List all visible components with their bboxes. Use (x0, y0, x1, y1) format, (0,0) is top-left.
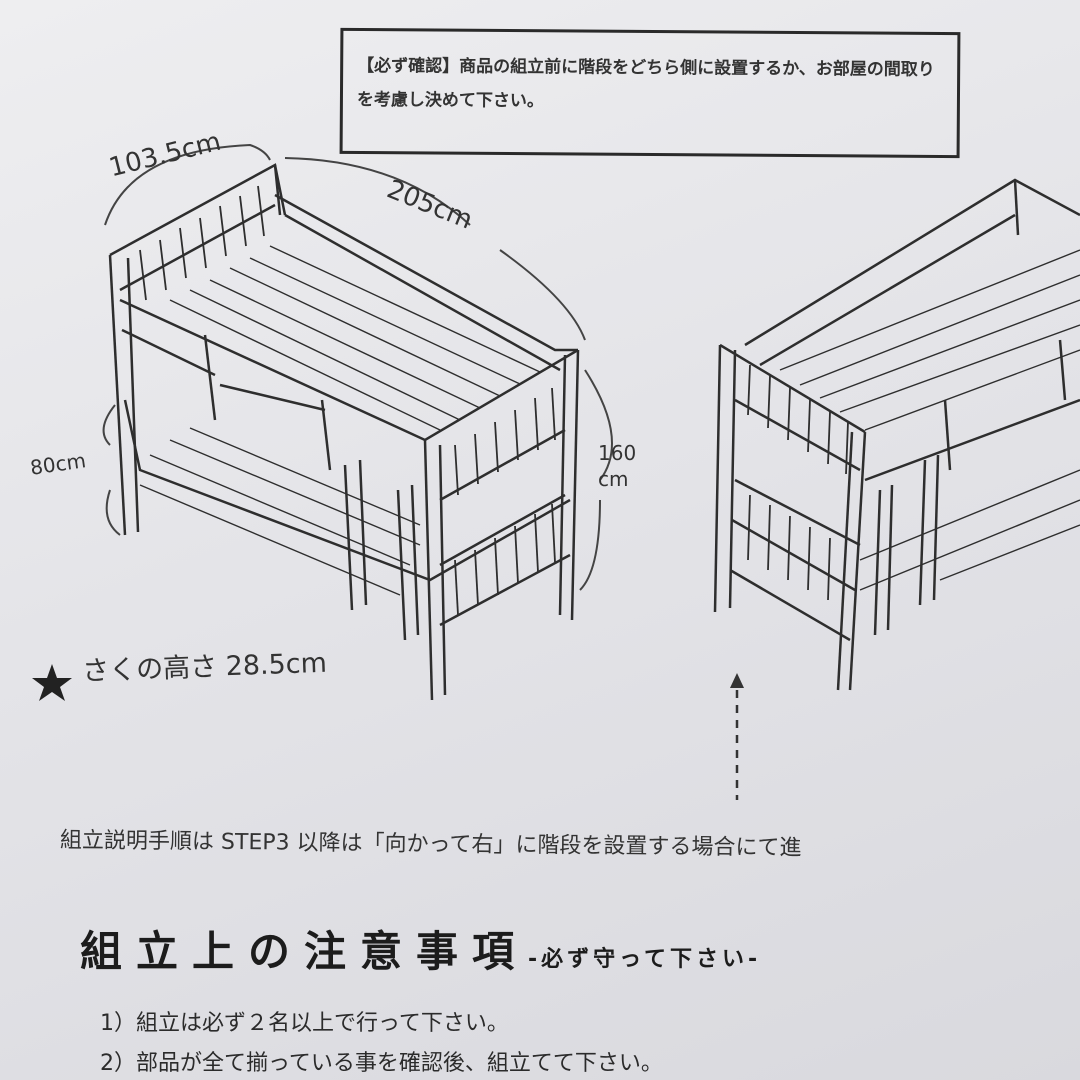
list-item: 2）部品が全て揃っている事を確認後、組立てて下さい。 (100, 1051, 663, 1076)
dashed-arrow (730, 673, 744, 800)
total-height-annotation: 160 cm (598, 441, 637, 491)
left-bunk-bed-drawing (108, 163, 580, 701)
section-subtitle: -必ず守って下さい- (528, 947, 762, 972)
list-item: 1）組立は必ず２名以上で行って下さい。 (100, 1011, 509, 1036)
star-icon (32, 664, 72, 701)
right-bunk-bed-drawing (713, 178, 1080, 691)
section-title: 組立上の注意事項 (80, 927, 529, 976)
dimension-arcs (102, 143, 613, 591)
section-heading: 組立上の注意事項-必ず守って下さい- (80, 918, 761, 979)
